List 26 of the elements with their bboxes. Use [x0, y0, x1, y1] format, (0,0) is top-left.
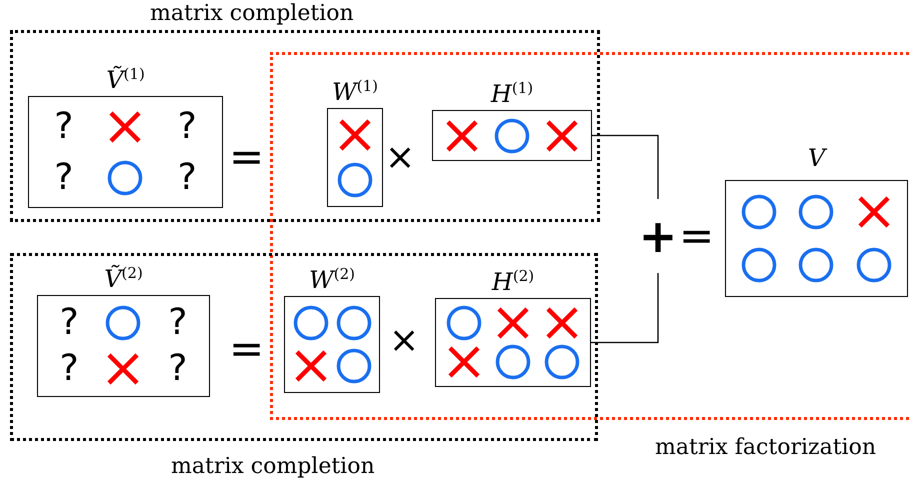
- question-mark: ?: [178, 106, 197, 146]
- connector-line: [592, 134, 659, 199]
- equals-sign: =: [679, 215, 714, 257]
- matrix-label: V: [808, 144, 826, 172]
- matrix-label: Ṽ$^{(2)}$: [104, 263, 143, 293]
- question-mark: ?: [168, 349, 188, 389]
- question-mark: ?: [54, 158, 74, 198]
- equals-sign: =: [229, 328, 264, 370]
- question-mark: ?: [60, 349, 79, 389]
- connector-line: [591, 273, 659, 344]
- plus-sign: +: [640, 199, 676, 273]
- matrix-label: W$^{(2)}$: [309, 264, 355, 294]
- equals-sign: =: [229, 136, 264, 178]
- matrix-label: H$^{(2)}$: [492, 266, 534, 296]
- frame-title: matrix completion: [150, 1, 354, 27]
- frame-title: matrix factorization: [655, 435, 876, 461]
- matrix-label: Ṽ$^{(1)}$: [106, 64, 145, 94]
- matrix-label: W$^{(1)}$: [332, 76, 378, 106]
- multiplication-sign: ×: [385, 140, 416, 176]
- question-mark: ?: [178, 158, 197, 198]
- matrix-label: H$^{(1)}$: [490, 78, 534, 108]
- question-mark: ?: [168, 303, 188, 343]
- question-mark: ?: [60, 303, 79, 343]
- question-mark: ?: [54, 106, 74, 146]
- frame-title: matrix completion: [171, 454, 375, 480]
- multiplication-sign: ×: [389, 323, 420, 359]
